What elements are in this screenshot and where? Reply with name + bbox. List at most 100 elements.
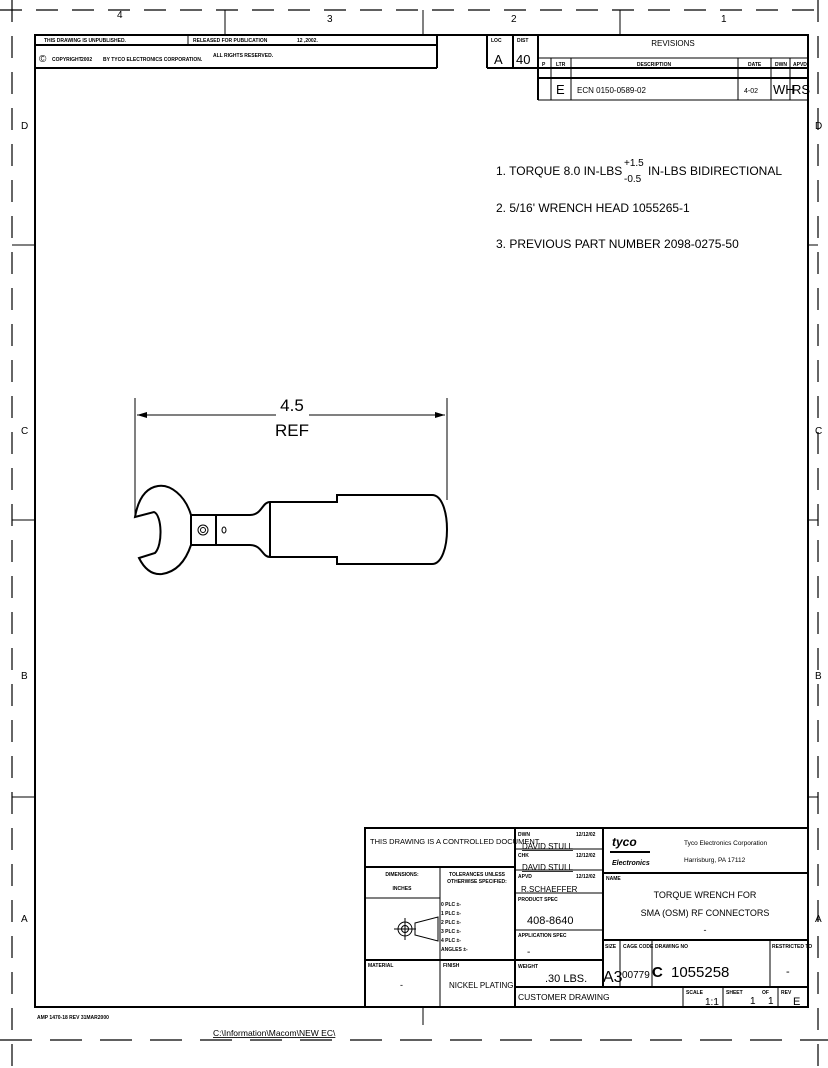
rev-header-p: P <box>542 62 546 68</box>
scale-value: 1:1 <box>705 997 719 1008</box>
notes: 1. TORQUE 8.0 IN-LBS +1.5 -0.5 IN-LBS BI… <box>496 158 782 251</box>
wrench-handle <box>216 494 448 565</box>
copyright-year: 2002 <box>81 57 92 63</box>
tolerance-item: 1 PLC ±- <box>441 911 461 917</box>
zone-row-b-right: B <box>815 671 822 682</box>
restricted-to-value: - <box>786 966 790 978</box>
application-spec-value: - <box>527 947 530 958</box>
zone-row-c: C <box>21 426 28 437</box>
zone-col-3: 3 <box>327 14 333 25</box>
cage-code-value: 00779 <box>622 970 650 981</box>
apvd-value: R.SCHAEFFER <box>521 885 578 894</box>
chk-date: 12/12/02 <box>576 853 596 859</box>
dist-label: DIST <box>517 38 528 44</box>
file-path: C:\Information\Macom\NEW EC\ <box>213 1028 336 1038</box>
dist-value: 40 <box>516 52 530 67</box>
finish-value: NICKEL PLATING <box>449 981 513 990</box>
dimensions-label: DIMENSIONS: <box>385 872 419 878</box>
dwn-date: 12/12/02 <box>576 832 596 838</box>
note-1-cont: IN-LBS BIDIRECTIONAL <box>648 164 782 178</box>
name-label: NAME <box>606 876 621 882</box>
dimensions-unit: INCHES <box>393 886 413 892</box>
tolerance-list: 0 PLC ±- 1 PLC ±- 2 PLC ±- 3 PLC ±- 4 PL… <box>441 902 468 953</box>
zone-labels: 4 3 2 1 D C B A D C B A <box>21 10 822 925</box>
drawing-prefix: C <box>652 964 663 981</box>
rev-ltr: E <box>556 82 565 97</box>
copyright-owner: BY TYCO ELECTRONICS CORPORATION. <box>103 57 203 63</box>
rev-dwn: WH <box>773 82 795 97</box>
weight-label: WEIGHT <box>518 964 538 970</box>
dwn-value: DAVID STULL <box>522 842 574 851</box>
size-label: SIZE <box>605 944 617 950</box>
material-value: - <box>400 980 403 990</box>
logo-bottom: Electronics <box>612 860 650 867</box>
product-spec-label: PRODUCT SPEC <box>518 897 558 903</box>
revision-row: E ECN 0150-0589-02 4-02 WH RS <box>556 82 810 97</box>
rev-header-date: DATE <box>748 62 762 68</box>
weight-value: .30 LBS. <box>545 973 587 985</box>
dwn-label: DWN <box>518 832 530 838</box>
product-spec-value: 408-8640 <box>527 915 574 927</box>
rev-header-description: DESCRIPTION <box>637 62 672 68</box>
wrench-neck <box>190 514 217 546</box>
tolerance-item: 0 PLC ±- <box>441 902 461 908</box>
unpublished-text: THIS DRAWING IS UNPUBLISHED. <box>44 38 127 44</box>
tolerance-item: 3 PLC ±- <box>441 929 461 935</box>
released-text: RELEASED FOR PUBLICATION <box>193 38 268 44</box>
rights-text: ALL RIGHTS RESERVED. <box>213 53 274 59</box>
tolerance-item: ANGLES ±- <box>441 947 468 953</box>
cage-code-label: CAGE CODE <box>623 944 654 950</box>
of-value: 1 <box>768 996 774 1007</box>
rev-value: E <box>793 996 800 1008</box>
copyright-text: COPYRIGHT <box>52 57 82 63</box>
drawing-title-line-1: TORQUE WRENCH FOR <box>654 890 757 900</box>
tolerances-label: TOLERANCES UNLESS <box>449 872 506 878</box>
apvd-date: 12/12/02 <box>576 874 596 880</box>
tyco-logo: tyco Electronics <box>610 835 650 867</box>
size-value: A3 <box>603 969 623 986</box>
note-2: 2. 5/16' WRENCH HEAD 1055265-1 <box>496 201 690 215</box>
application-spec-label: APPLICATION SPEC <box>518 933 567 939</box>
drawing-title-line-2: SMA (OSM) RF CONNECTORS <box>641 908 770 918</box>
zone-col-1: 1 <box>721 14 727 25</box>
zone-row-d-right: D <box>815 121 822 132</box>
revisions-block: LOC A DIST 40 REVISIONS P LTR DESCRIPTIO… <box>486 35 810 101</box>
rev-header-ltr: LTR <box>556 62 566 68</box>
scale-label: SCALE <box>686 990 704 996</box>
rev-description: ECN 0150-0589-02 <box>577 86 646 95</box>
loc-value: A <box>494 52 503 67</box>
material-label: MATERIAL <box>368 963 393 969</box>
company-name: Tyco Electronics Corporation <box>684 840 767 847</box>
sheet-value: 1 <box>750 996 756 1007</box>
zone-row-a-right: A <box>815 914 822 925</box>
note-3: 3. PREVIOUS PART NUMBER 2098-0275-50 <box>496 237 739 251</box>
zone-col-4: 4 <box>117 10 123 21</box>
apvd-label: APVD <box>518 874 532 880</box>
copyright-symbol: © <box>39 54 47 65</box>
of-label: OF <box>762 990 769 996</box>
title-block: THIS DRAWING IS A CONTROLLED DOCUMENT. D… <box>364 827 812 1008</box>
loc-label: LOC <box>491 38 502 44</box>
rev-apvd: RS <box>792 82 810 97</box>
zone-row-b: B <box>21 671 28 682</box>
rev-header-dwn: DWN <box>775 62 787 68</box>
zone-row-d: D <box>21 121 28 132</box>
restricted-to-label: RESTRICTED TO <box>772 944 812 950</box>
projection-symbol-icon <box>394 916 439 942</box>
wrench-head <box>133 484 192 576</box>
note-1: 1. TORQUE 8.0 IN-LBS <box>496 164 622 178</box>
note-1-plus-tol: +1.5 <box>624 158 644 169</box>
chk-value: DAVID STULL <box>522 863 574 872</box>
sheet-label: SHEET <box>726 990 743 996</box>
tolerances-label-2: OTHERWISE SPECIFIED: <box>447 879 507 885</box>
release-date: 12 ,2002. <box>297 38 318 44</box>
finish-label: FINISH <box>443 963 460 969</box>
drawing-number: 1055258 <box>671 964 729 981</box>
rev-date: 4-02 <box>744 88 758 95</box>
drawing-no-label: DRAWING NO <box>655 944 688 950</box>
revisions-title: REVISIONS <box>651 39 695 48</box>
zone-col-2: 2 <box>511 14 517 25</box>
zone-row-a: A <box>21 914 28 925</box>
customer-drawing-text: CUSTOMER DRAWING <box>518 992 610 1002</box>
